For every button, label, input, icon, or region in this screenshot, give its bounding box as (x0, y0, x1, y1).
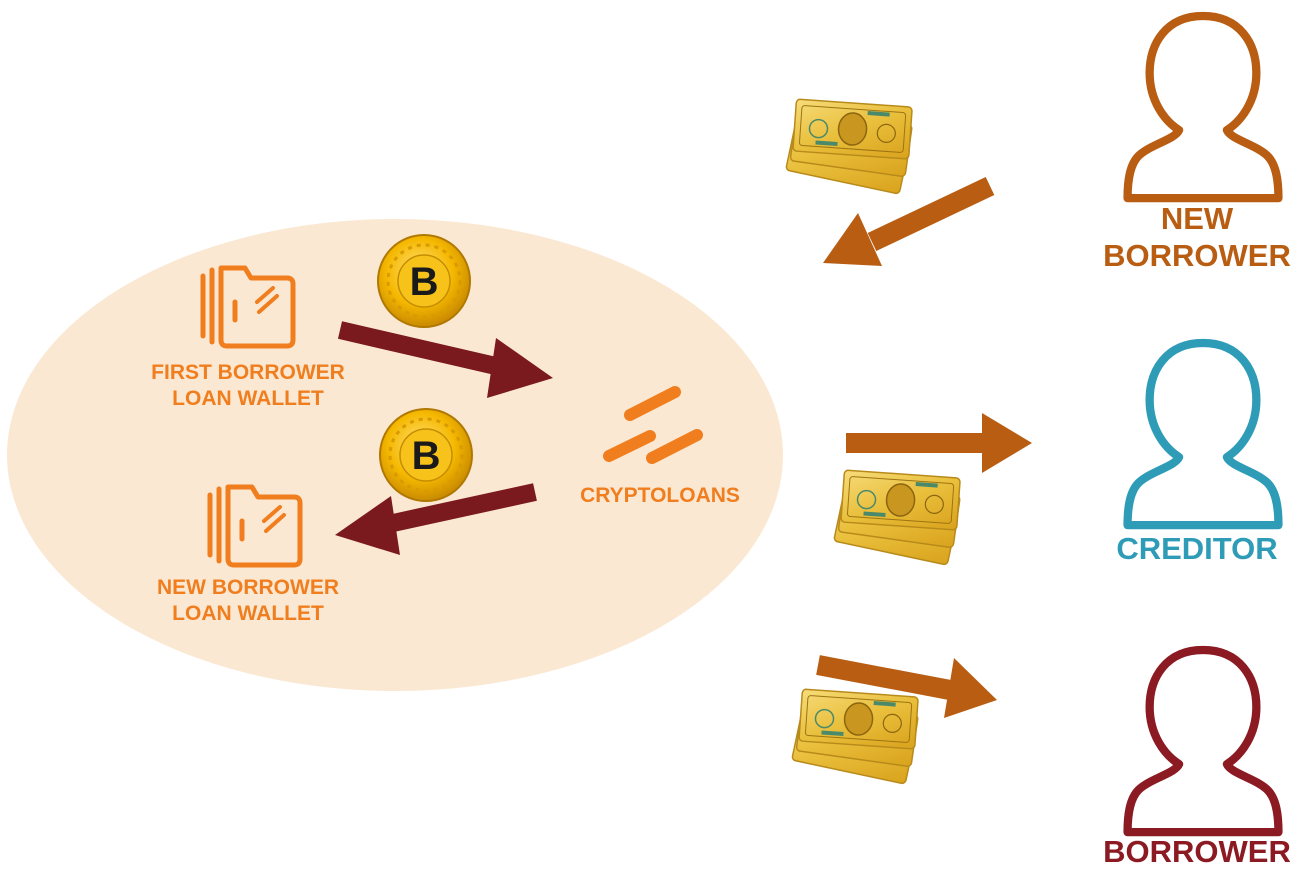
new-borrower-label-line1: NEW (1160, 201, 1234, 236)
bitcoin-coin-icon: B (378, 407, 474, 503)
creditor-label: CREDITOR (1116, 531, 1278, 566)
platform-to-wallet-arrow (335, 483, 537, 555)
bitcoin-symbol: B (412, 434, 441, 478)
banknotes-icon (832, 469, 961, 566)
creditor-user-icon (1128, 343, 1279, 525)
borrower-label: BORROWER (1103, 834, 1291, 869)
platform-label: CRYPTOLOANS (580, 484, 740, 507)
new-borrower-payment-arrow (823, 176, 995, 266)
creditor-payment-arrow (846, 413, 1032, 473)
new-wallet-label-line1: NEW BORROWER (157, 576, 339, 599)
cryptoloans-logo (603, 386, 703, 464)
bitcoin-symbol: B (410, 260, 439, 304)
banknotes-icon (790, 688, 919, 785)
banknotes-icon (784, 98, 913, 195)
borrower-payment-arrow (816, 655, 997, 718)
first-wallet-label-line1: FIRST BORROWER (151, 361, 345, 384)
new-wallet-label: NEW BORROWER LOAN WALLET (128, 575, 368, 626)
new-borrower-label-line2: BORROWER (1103, 238, 1291, 274)
wallet-to-platform-arrow (337, 321, 553, 398)
new-borrower-label: NEW BORROWER (1080, 200, 1314, 274)
first-wallet-label-line2: LOAN WALLET (172, 386, 324, 410)
new-wallet-label-line2: LOAN WALLET (172, 601, 324, 625)
first-wallet-label: FIRST BORROWER LOAN WALLET (128, 360, 368, 411)
new-borrower-user-icon (1128, 16, 1279, 198)
borrower-user-icon (1128, 650, 1279, 832)
bitcoin-coin-icon: B (376, 233, 472, 329)
